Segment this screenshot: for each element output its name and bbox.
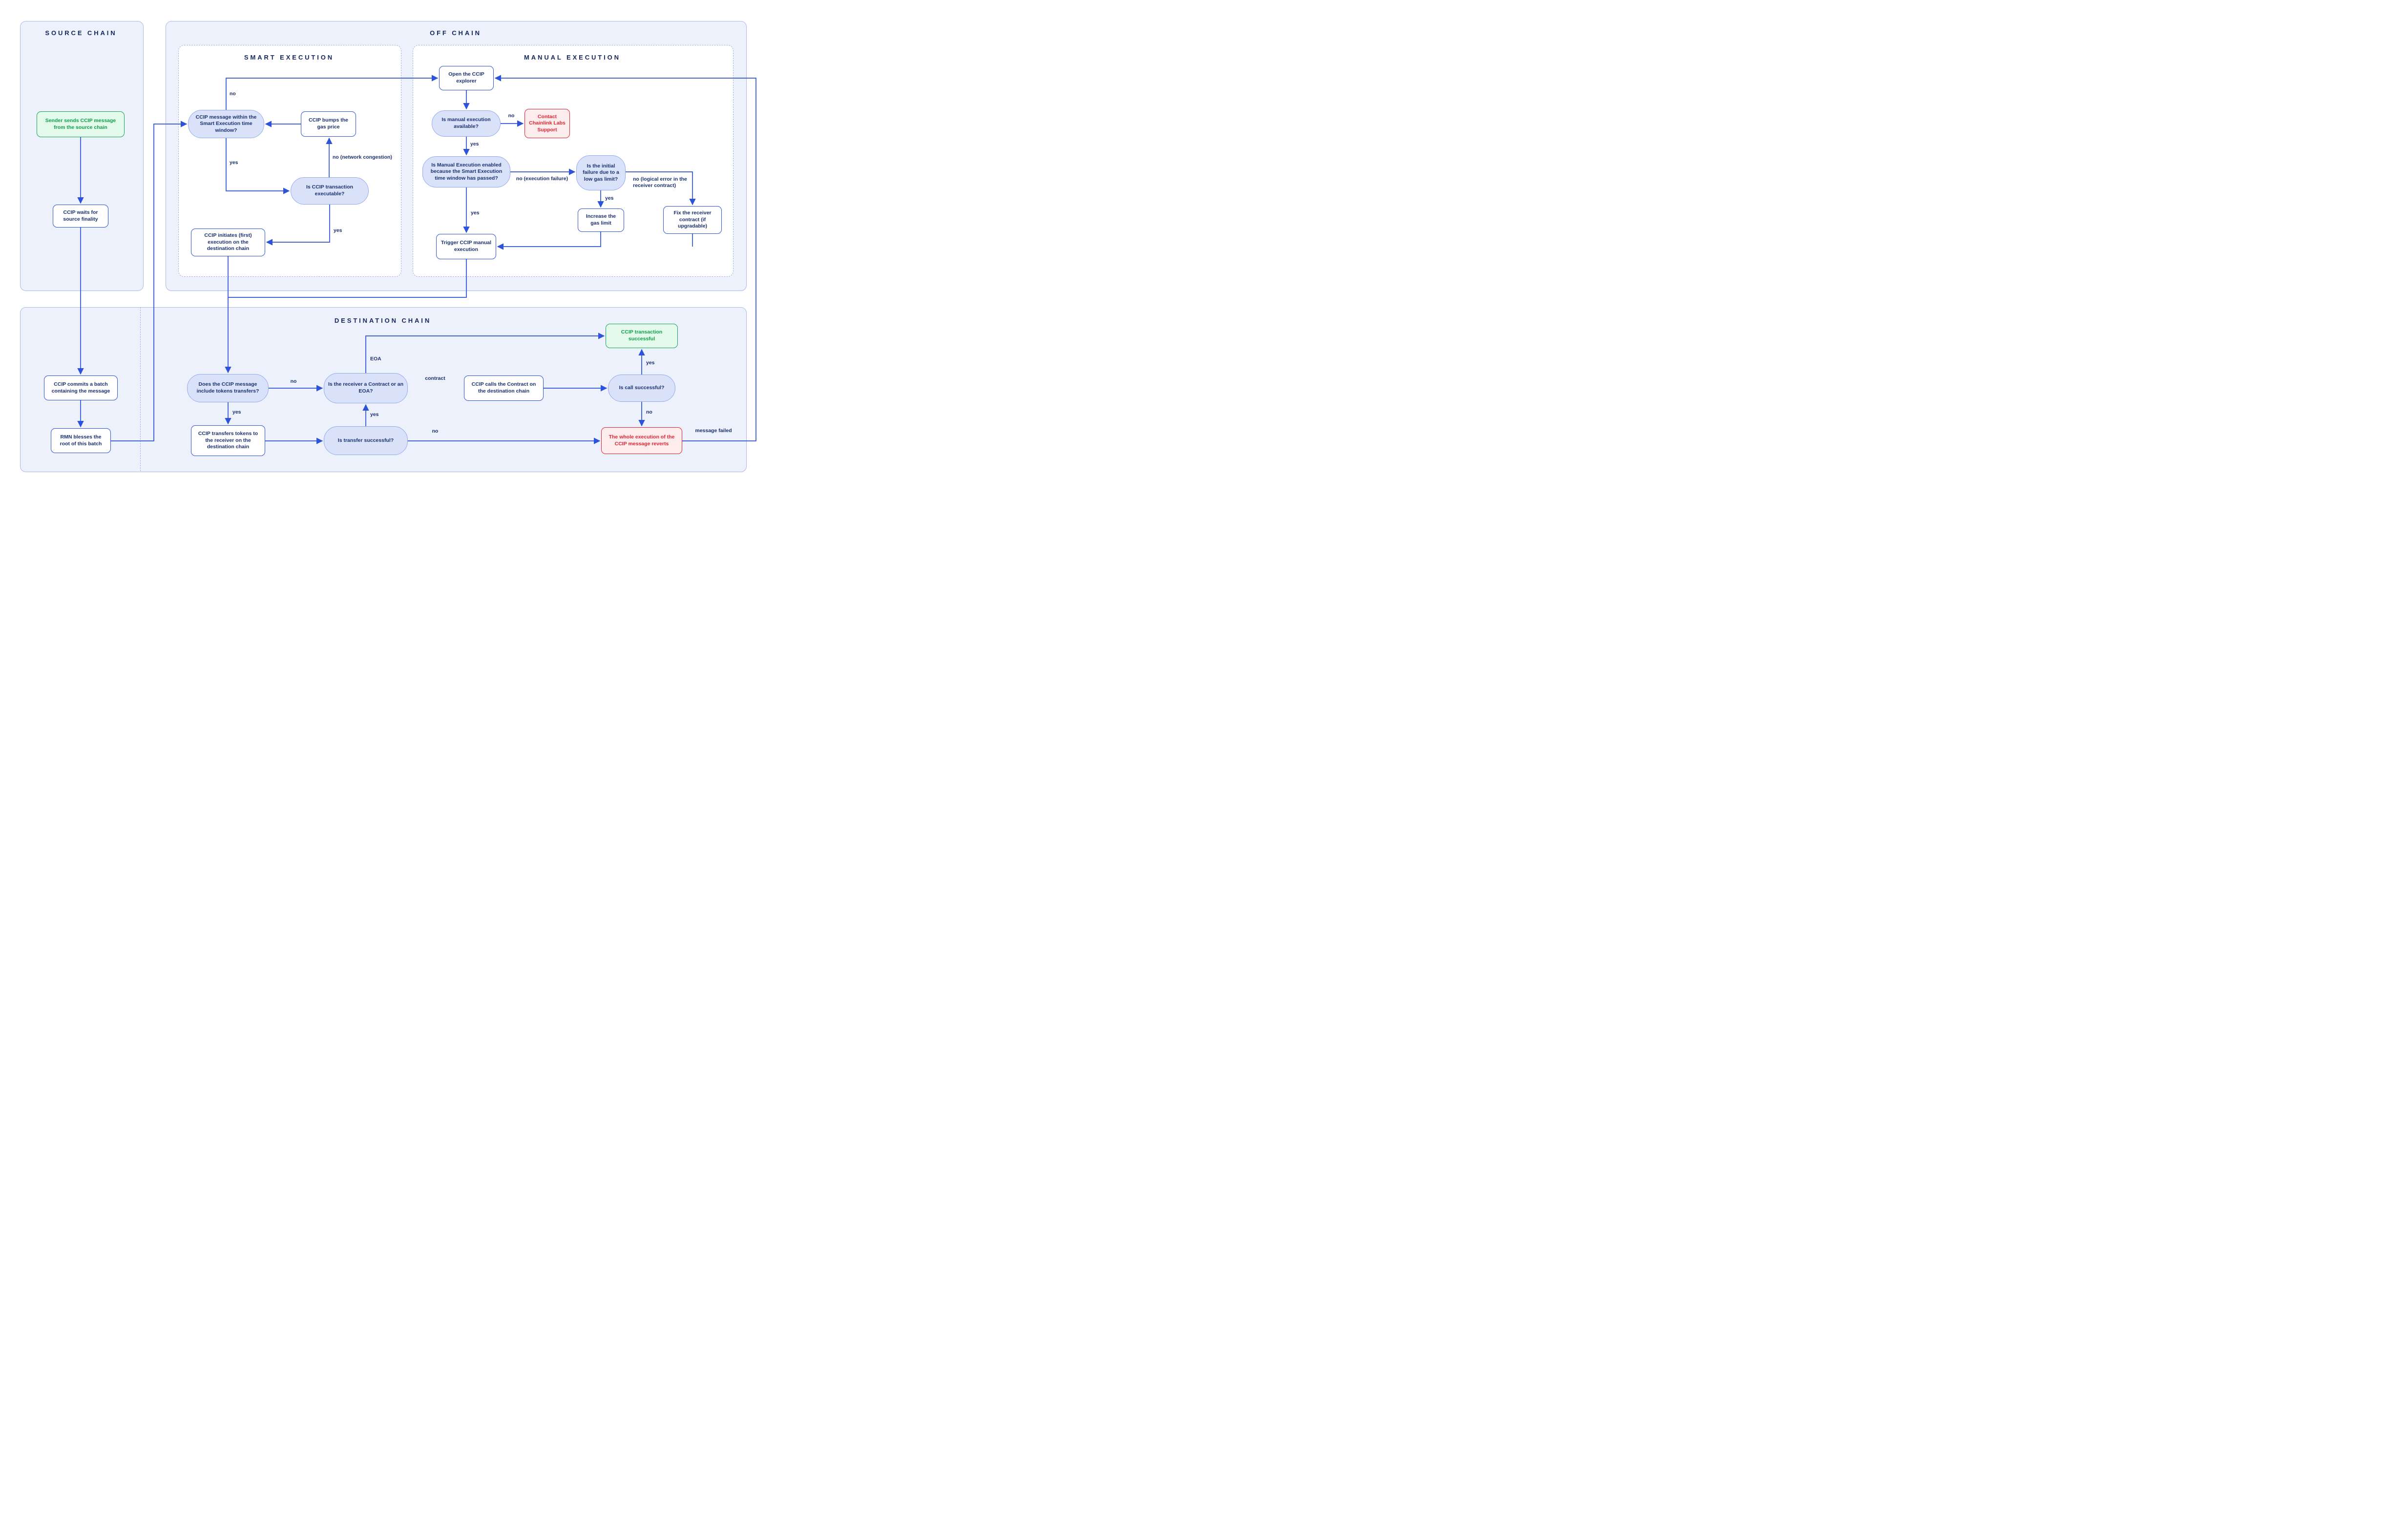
node-increase-gas: Increase the gas limit [578,208,624,232]
edge-label-no-call: no [646,409,652,415]
edge-trigger-to-tokens-join [228,259,467,298]
edge-label-no-transfer: no [432,428,439,434]
edge-executable-yes-to-initiates [266,205,330,246]
panel-source-chain [20,21,144,291]
ccip-execution-flowchart: SOURCE CHAIN OFF CHAIN SMART EXECUTION M… [0,0,766,493]
off-chain-title: OFF CHAIN [430,29,482,37]
flow-connector-lines [77,75,756,444]
node-tx-executable: Is CCIP transaction executable? [291,177,369,205]
edge-receiver-eoa-to-success [365,333,605,373]
node-call-successful: Is call successful? [608,375,675,402]
node-initial-failure-gas: Is the initial failure due to a low gas … [576,155,626,190]
manual-execution-title: MANUAL EXECUTION [524,54,621,61]
edge-label-yes-manual-avail: yes [470,141,479,147]
node-manual-available: Is manual execution available? [432,110,501,137]
destination-panel-divider [140,307,141,471]
source-chain-title: SOURCE CHAIN [45,29,117,37]
node-trigger-manual: Trigger CCIP manual execution [436,234,496,259]
edge-label-no-smart-window: no [230,91,236,97]
destination-chain-title: DESTINATION CHAIN [334,317,432,324]
node-rmn-blesses: RMN blesses the root of this batch [51,428,111,453]
node-ccip-commits: CCIP commits a batch containing the mess… [44,375,118,400]
node-open-explorer: Open the CCIP explorer [439,66,494,90]
edge-label-contract: contract [425,375,445,381]
node-calls-contract: CCIP calls the Contract on the destinati… [464,375,544,401]
edge-reverts-to-explorer [494,75,756,441]
node-manual-enabled: Is Manual Execution enabled because the … [422,156,510,187]
node-fix-receiver: Fix the receiver contract (if upgradable… [663,206,722,234]
node-ccip-waits: CCIP waits for source finality [53,205,108,228]
edge-label-no-exec-failure: no (execution failure) [516,176,568,182]
edge-label-no-logical: no (logical error in the receiver contra… [633,176,687,189]
node-msg-within-window: CCIP message within the Smart Execution … [188,110,264,138]
edge-label-yes-manual-enabled: yes [471,210,480,216]
edge-rmn-to-window [111,121,188,441]
edge-label-yes-low-gas: yes [605,195,614,201]
edge-label-yes-smart-window: yes [230,160,238,166]
edge-failure-no-to-fix [626,171,696,206]
node-initiates-execution: CCIP initiates (first) execution on the … [191,229,265,256]
edge-label-yes-call: yes [646,360,655,366]
node-includes-tokens: Does the CCIP message include tokens tra… [187,374,269,402]
edge-label-no-tokens: no [290,378,297,384]
edge-label-yes-tokens: yes [232,409,241,415]
edge-increase-to-trigger [497,232,601,250]
node-transfer-successful: Is transfer successful? [324,426,408,455]
node-bumps-gas: CCIP bumps the gas price [301,111,356,137]
edge-label-no-manual-avail: no [508,113,515,119]
edge-label-eoa: EOA [370,356,381,362]
node-tx-successful: CCIP transaction successful [606,324,678,348]
node-sender-sends: Sender sends CCIP message from the sourc… [37,111,125,137]
smart-execution-title: SMART EXECUTION [244,54,335,61]
edge-window-yes-to-executable [226,138,290,194]
node-receiver-type: Is the receiver a Contract or an EOA? [324,373,408,403]
edge-label-yes-executable: yes [334,228,342,233]
node-contact-support: Contact Chainlink Labs Support [524,109,570,138]
edge-label-message-failed: message failed [695,428,732,434]
node-whole-reverts: The whole execution of the CCIP message … [601,427,682,454]
edge-window-no-to-explorer [226,75,439,110]
node-transfers-tokens: CCIP transfers tokens to the receiver on… [191,425,265,456]
edge-label-yes-transfer: yes [370,412,379,417]
edge-label-no-congestion: no (network congestion) [333,154,392,160]
